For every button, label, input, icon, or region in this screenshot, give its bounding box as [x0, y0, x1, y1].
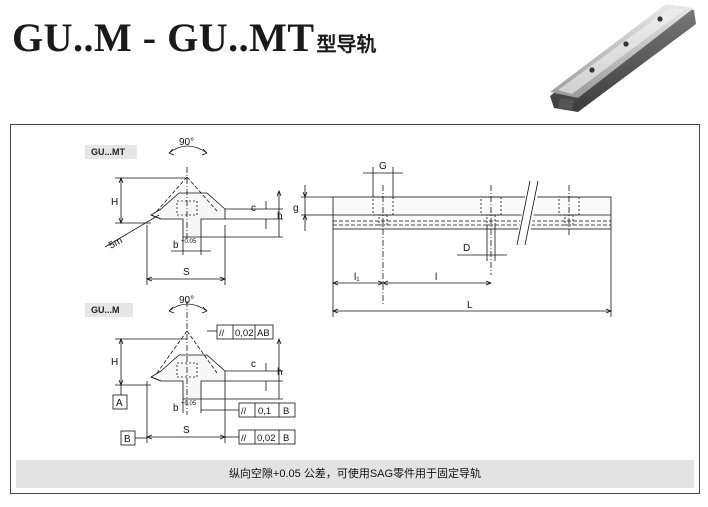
tol-b-bottom: +0.05	[181, 401, 197, 407]
variant-label-m: GU...M	[91, 305, 120, 315]
tol-frame-1-symbol: //	[219, 328, 225, 339]
dim-L: L	[467, 300, 473, 311]
datum-B: B	[124, 434, 131, 445]
footer-note: 纵向空隙+0.05 公差，可使用SAG零件用于固定导轨	[16, 460, 694, 488]
technical-drawing: GU...MT GU...M 90° H S c h b +0.05 5m 90…	[85, 137, 613, 446]
tol-frame-2-datum: B	[283, 406, 289, 417]
dim-g: g	[293, 203, 299, 214]
dim-h-bottom: h	[277, 367, 283, 378]
title-suffix: 型导轨	[316, 32, 377, 56]
dim-H-bottom: H	[111, 357, 118, 368]
datum-A: A	[116, 398, 123, 409]
dim-c-top: c	[251, 203, 256, 214]
dim-b-top: b	[173, 240, 179, 251]
tol-frame-3-symbol: //	[241, 433, 247, 444]
variant-label-mt: GU...MT	[91, 147, 125, 157]
angle-label-bottom: 90°	[179, 295, 194, 306]
dim-H-top: H	[111, 197, 118, 208]
dim-h-top: h	[277, 211, 283, 222]
dim-S-bottom: S	[183, 425, 190, 436]
dim-G: G	[379, 161, 387, 172]
tol-frame-3-datum: B	[283, 433, 289, 444]
tol-frame-2-symbol: //	[241, 406, 247, 417]
angle-label-top: 90°	[179, 137, 194, 148]
tol-frame-3-value: 0,02	[257, 433, 276, 444]
dim-b-bottom: b	[173, 403, 179, 414]
tol-b-top: +0.05	[181, 239, 197, 245]
drawing-frame: GU...MT GU...M 90° H S c h b +0.05 5m 90…	[10, 124, 700, 494]
dim-D: D	[463, 243, 470, 254]
tol-frame-2-value: 0,1	[258, 406, 271, 417]
dim-c-bottom: c	[251, 359, 256, 370]
rail-product-image	[550, 4, 696, 112]
dim-l: l	[435, 272, 437, 283]
tol-frame-1-datum: AB	[257, 328, 270, 339]
dim-S-top: S	[183, 267, 190, 278]
tol-frame-1-value: 0,02	[235, 328, 254, 339]
dim-5m: 5m	[107, 235, 125, 251]
dim-l1: l₁	[354, 272, 360, 283]
title-main: GU..M - GU..MT	[12, 15, 315, 60]
